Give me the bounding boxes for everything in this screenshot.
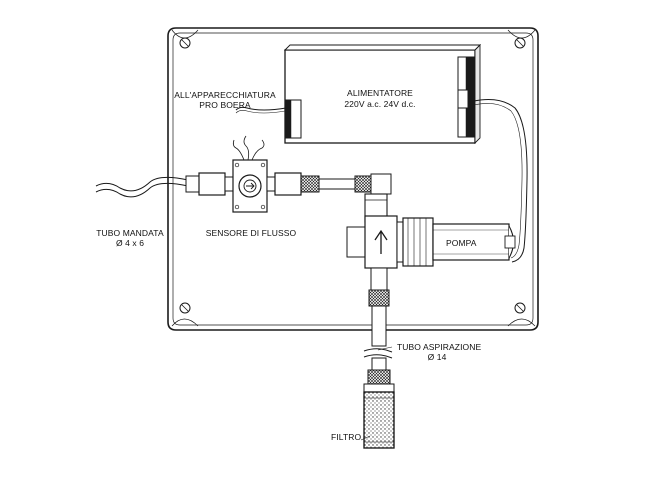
mounting-panel (167, 27, 539, 331)
screw-icon (171, 29, 199, 49)
pump-power-cable (473, 99, 528, 263)
suction-tube-size: Ø 14 (427, 352, 447, 362)
equipment-label-line2: PRO BOERA (199, 100, 251, 110)
leader-lines (360, 346, 393, 441)
screw-icon (507, 29, 536, 49)
delivery-tube-size: Ø 4 x 6 (115, 238, 145, 248)
delivery-tube-label: TUBO MANDATA (96, 228, 164, 238)
pump (346, 215, 516, 269)
power-supply-unit (283, 43, 482, 145)
filter-label: FILTRO (331, 432, 362, 442)
filter (363, 369, 395, 449)
flow-sensor-label: SENSORE DI FLUSSO (205, 228, 297, 238)
tee-fitting (364, 173, 392, 223)
arrow-up-icon (374, 229, 388, 254)
power-supply-title: ALIMENTATORE (347, 88, 413, 98)
screw-icon (507, 302, 536, 327)
pump-label: POMPA (446, 238, 477, 248)
power-supply-spec: 220V a.c. 24V d.c. (344, 99, 416, 109)
screw-icon (171, 302, 199, 327)
equipment-cable (235, 106, 287, 111)
equipment-label: ALL'APPARECCHIATURA (174, 90, 276, 100)
flow-sensor (185, 135, 320, 213)
suction-tube (363, 267, 393, 371)
suction-tube-label: TUBO ASPIRAZIONE (397, 342, 482, 352)
sensor-to-pump-tube (318, 175, 372, 193)
delivery-tube-cable (95, 176, 189, 192)
